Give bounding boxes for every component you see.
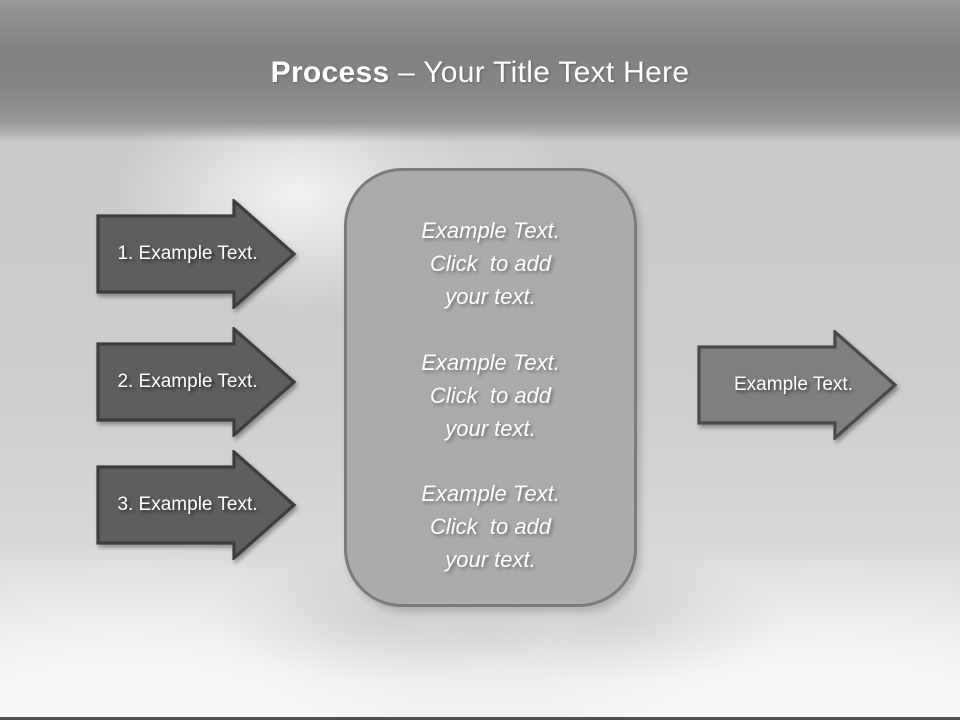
result-arrow[interactable]: Example Text. [697, 330, 898, 440]
title-banner: Process – Your Title Text Here [0, 0, 960, 142]
process-step-label-3: 3. Example Text. [117, 494, 258, 515]
slide-bottom-edge [0, 717, 960, 720]
process-step-arrow-3[interactable]: 3. Example Text. [96, 450, 297, 560]
right-arrow-shape-icon [96, 199, 297, 309]
result-arrow-label: Example Text. [734, 374, 853, 395]
right-arrow-shape-icon [697, 330, 898, 440]
slide-title-emphasis: Process [270, 56, 390, 89]
description-panel: Example Text. Click to add your text. Ex… [344, 168, 637, 607]
process-step-arrow-2[interactable]: 2. Example Text. [96, 327, 297, 437]
placeholder-text-block-3[interactable]: Example Text. Click to add your text. [421, 481, 560, 572]
process-step-label-1: 1. Example Text. [117, 243, 258, 264]
placeholder-text-block-2[interactable]: Example Text. Click to add your text. [421, 349, 560, 441]
slide-title: Process – Your Title Text Here [0, 52, 960, 94]
placeholder-text-block-1[interactable]: Example Text. Click to add your text. [421, 218, 560, 309]
right-arrow-shape-icon [96, 327, 297, 437]
slide-title-rest: – Your Title Text Here [389, 56, 690, 89]
process-step-label-2: 2. Example Text. [117, 371, 258, 392]
process-step-arrow-1[interactable]: 1. Example Text. [96, 199, 297, 309]
right-arrow-shape-icon [96, 450, 297, 560]
